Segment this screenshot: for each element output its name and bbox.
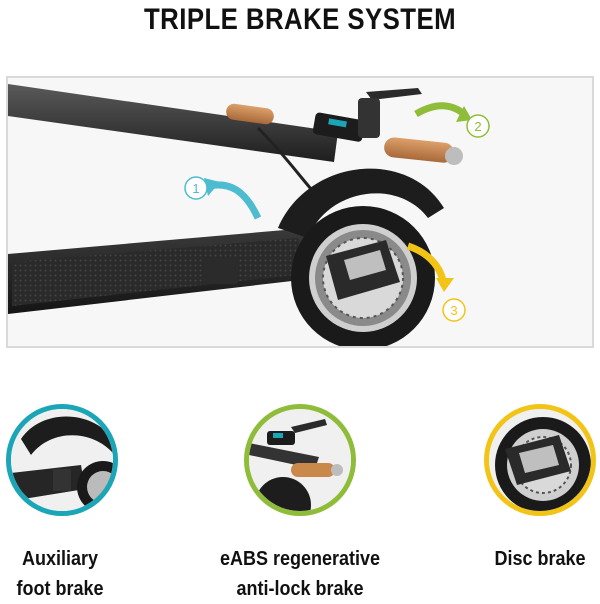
svg-text:1: 1 (192, 181, 199, 196)
rear-fender (278, 168, 444, 238)
left-grip (226, 103, 274, 125)
caption-line: anti-lock brake (236, 578, 364, 600)
caption-line: foot brake (16, 578, 104, 600)
brake-lever (366, 88, 422, 100)
right-grip (384, 137, 454, 163)
feature-caption-foot-brake: Auxiliary foot brake (0, 544, 160, 604)
eabs-brake-thumbnail (244, 404, 356, 516)
svg-text:2: 2 (474, 119, 481, 134)
feature-caption-eabs: eABS regenerative anti-lock brake (200, 544, 400, 604)
caption-line: eABS regenerative (219, 548, 381, 570)
grip-end-cap (445, 147, 463, 165)
feature-caption-disc-brake: Disc brake (440, 544, 600, 574)
page-title: TRIPLE BRAKE SYSTEM (143, 3, 457, 36)
scooter-illustration: 1 2 3 (8, 78, 592, 346)
caption-line: Disc brake (494, 548, 586, 570)
disc-brake-thumbnail (484, 404, 596, 516)
marker-2: 2 (466, 114, 490, 138)
svg-text:3: 3 (450, 303, 457, 318)
stem (8, 84, 338, 162)
scooter-hero-image: 1 2 3 (6, 76, 594, 348)
caption-line: Auxiliary (21, 548, 99, 570)
marker-1: 1 (184, 176, 208, 200)
marker-3: 3 (442, 298, 466, 322)
foot-brake-thumbnail (6, 404, 118, 516)
